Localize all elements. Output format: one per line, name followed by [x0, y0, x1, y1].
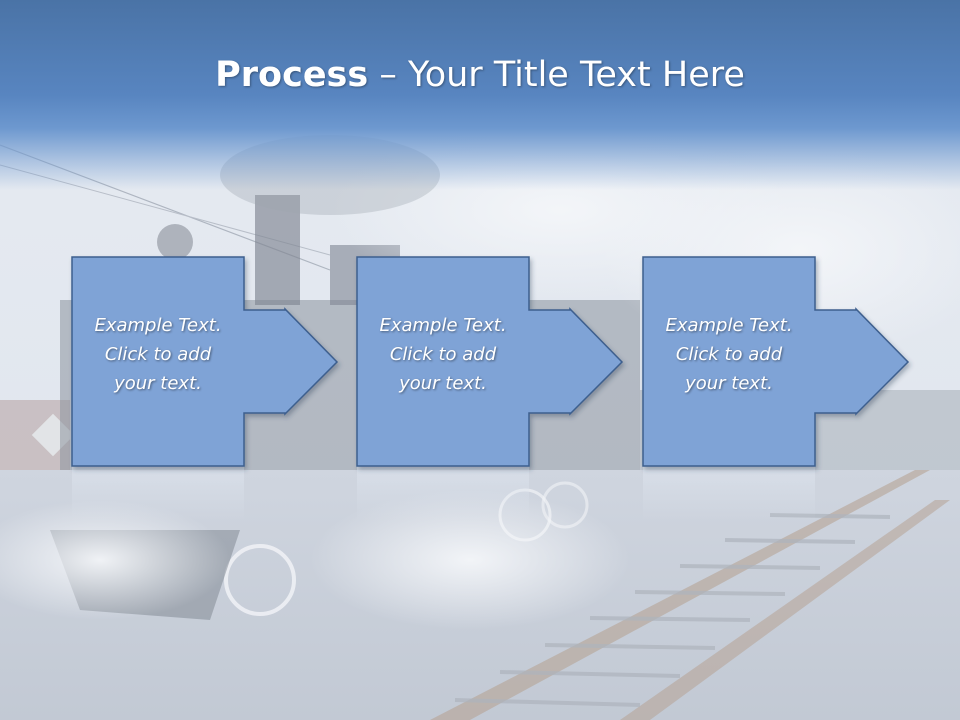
process-step-3[interactable]	[642, 256, 910, 467]
arrow-right-icon	[356, 256, 624, 467]
title-rest: Your Title Text Here	[407, 55, 745, 95]
slide-title[interactable]: Process – Your Title Text Here	[0, 52, 960, 98]
title-dash: –	[368, 55, 408, 95]
process-step-2[interactable]	[356, 256, 624, 467]
process-step-1-text[interactable]: Example Text. Click to add your text.	[94, 315, 222, 394]
title-bold-part: Process	[215, 55, 369, 95]
arrow-right-icon	[71, 256, 339, 467]
arrow-right-icon	[642, 256, 910, 467]
process-step-1[interactable]	[71, 256, 339, 467]
process-step-2-text[interactable]: Example Text. Click to add your text.	[379, 315, 507, 394]
process-step-3-text[interactable]: Example Text. Click to add your text.	[665, 315, 793, 394]
